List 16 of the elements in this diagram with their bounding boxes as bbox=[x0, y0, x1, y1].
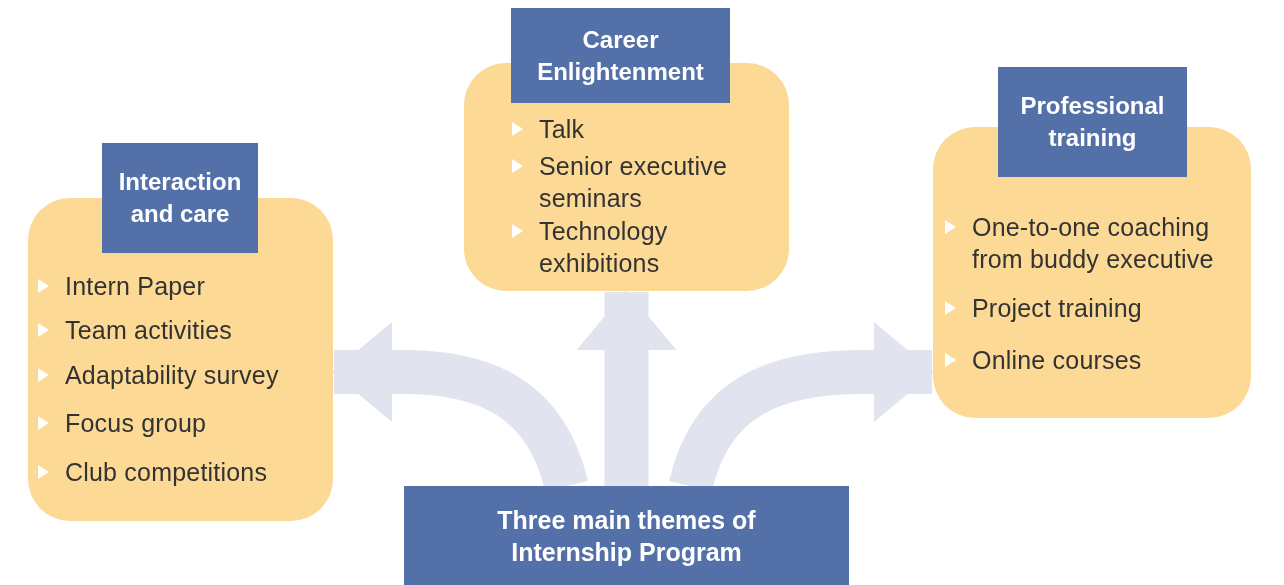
title-box: Three main themes of Internship Program bbox=[404, 486, 849, 585]
list-item: Online courses bbox=[972, 345, 1142, 376]
list-item: Team activities bbox=[65, 315, 232, 346]
list-item: Club competitions bbox=[65, 457, 268, 488]
header-box: Interaction and care bbox=[102, 143, 258, 253]
list-item: Adaptability survey bbox=[65, 360, 279, 391]
list-item: One-to-one coaching from buddy executive bbox=[972, 212, 1215, 275]
list-item: Focus group bbox=[65, 408, 207, 439]
list-item: Talk bbox=[539, 114, 585, 145]
header-box: Professional training bbox=[998, 67, 1187, 177]
list-item: Project training bbox=[972, 293, 1142, 324]
header-box: Career Enlightenment bbox=[511, 8, 730, 103]
arrow bbox=[576, 290, 677, 486]
list-item: Technology exhibitions bbox=[539, 216, 669, 279]
list-item: Senior executive seminars bbox=[539, 151, 729, 214]
list-item: Intern Paper bbox=[65, 271, 205, 302]
